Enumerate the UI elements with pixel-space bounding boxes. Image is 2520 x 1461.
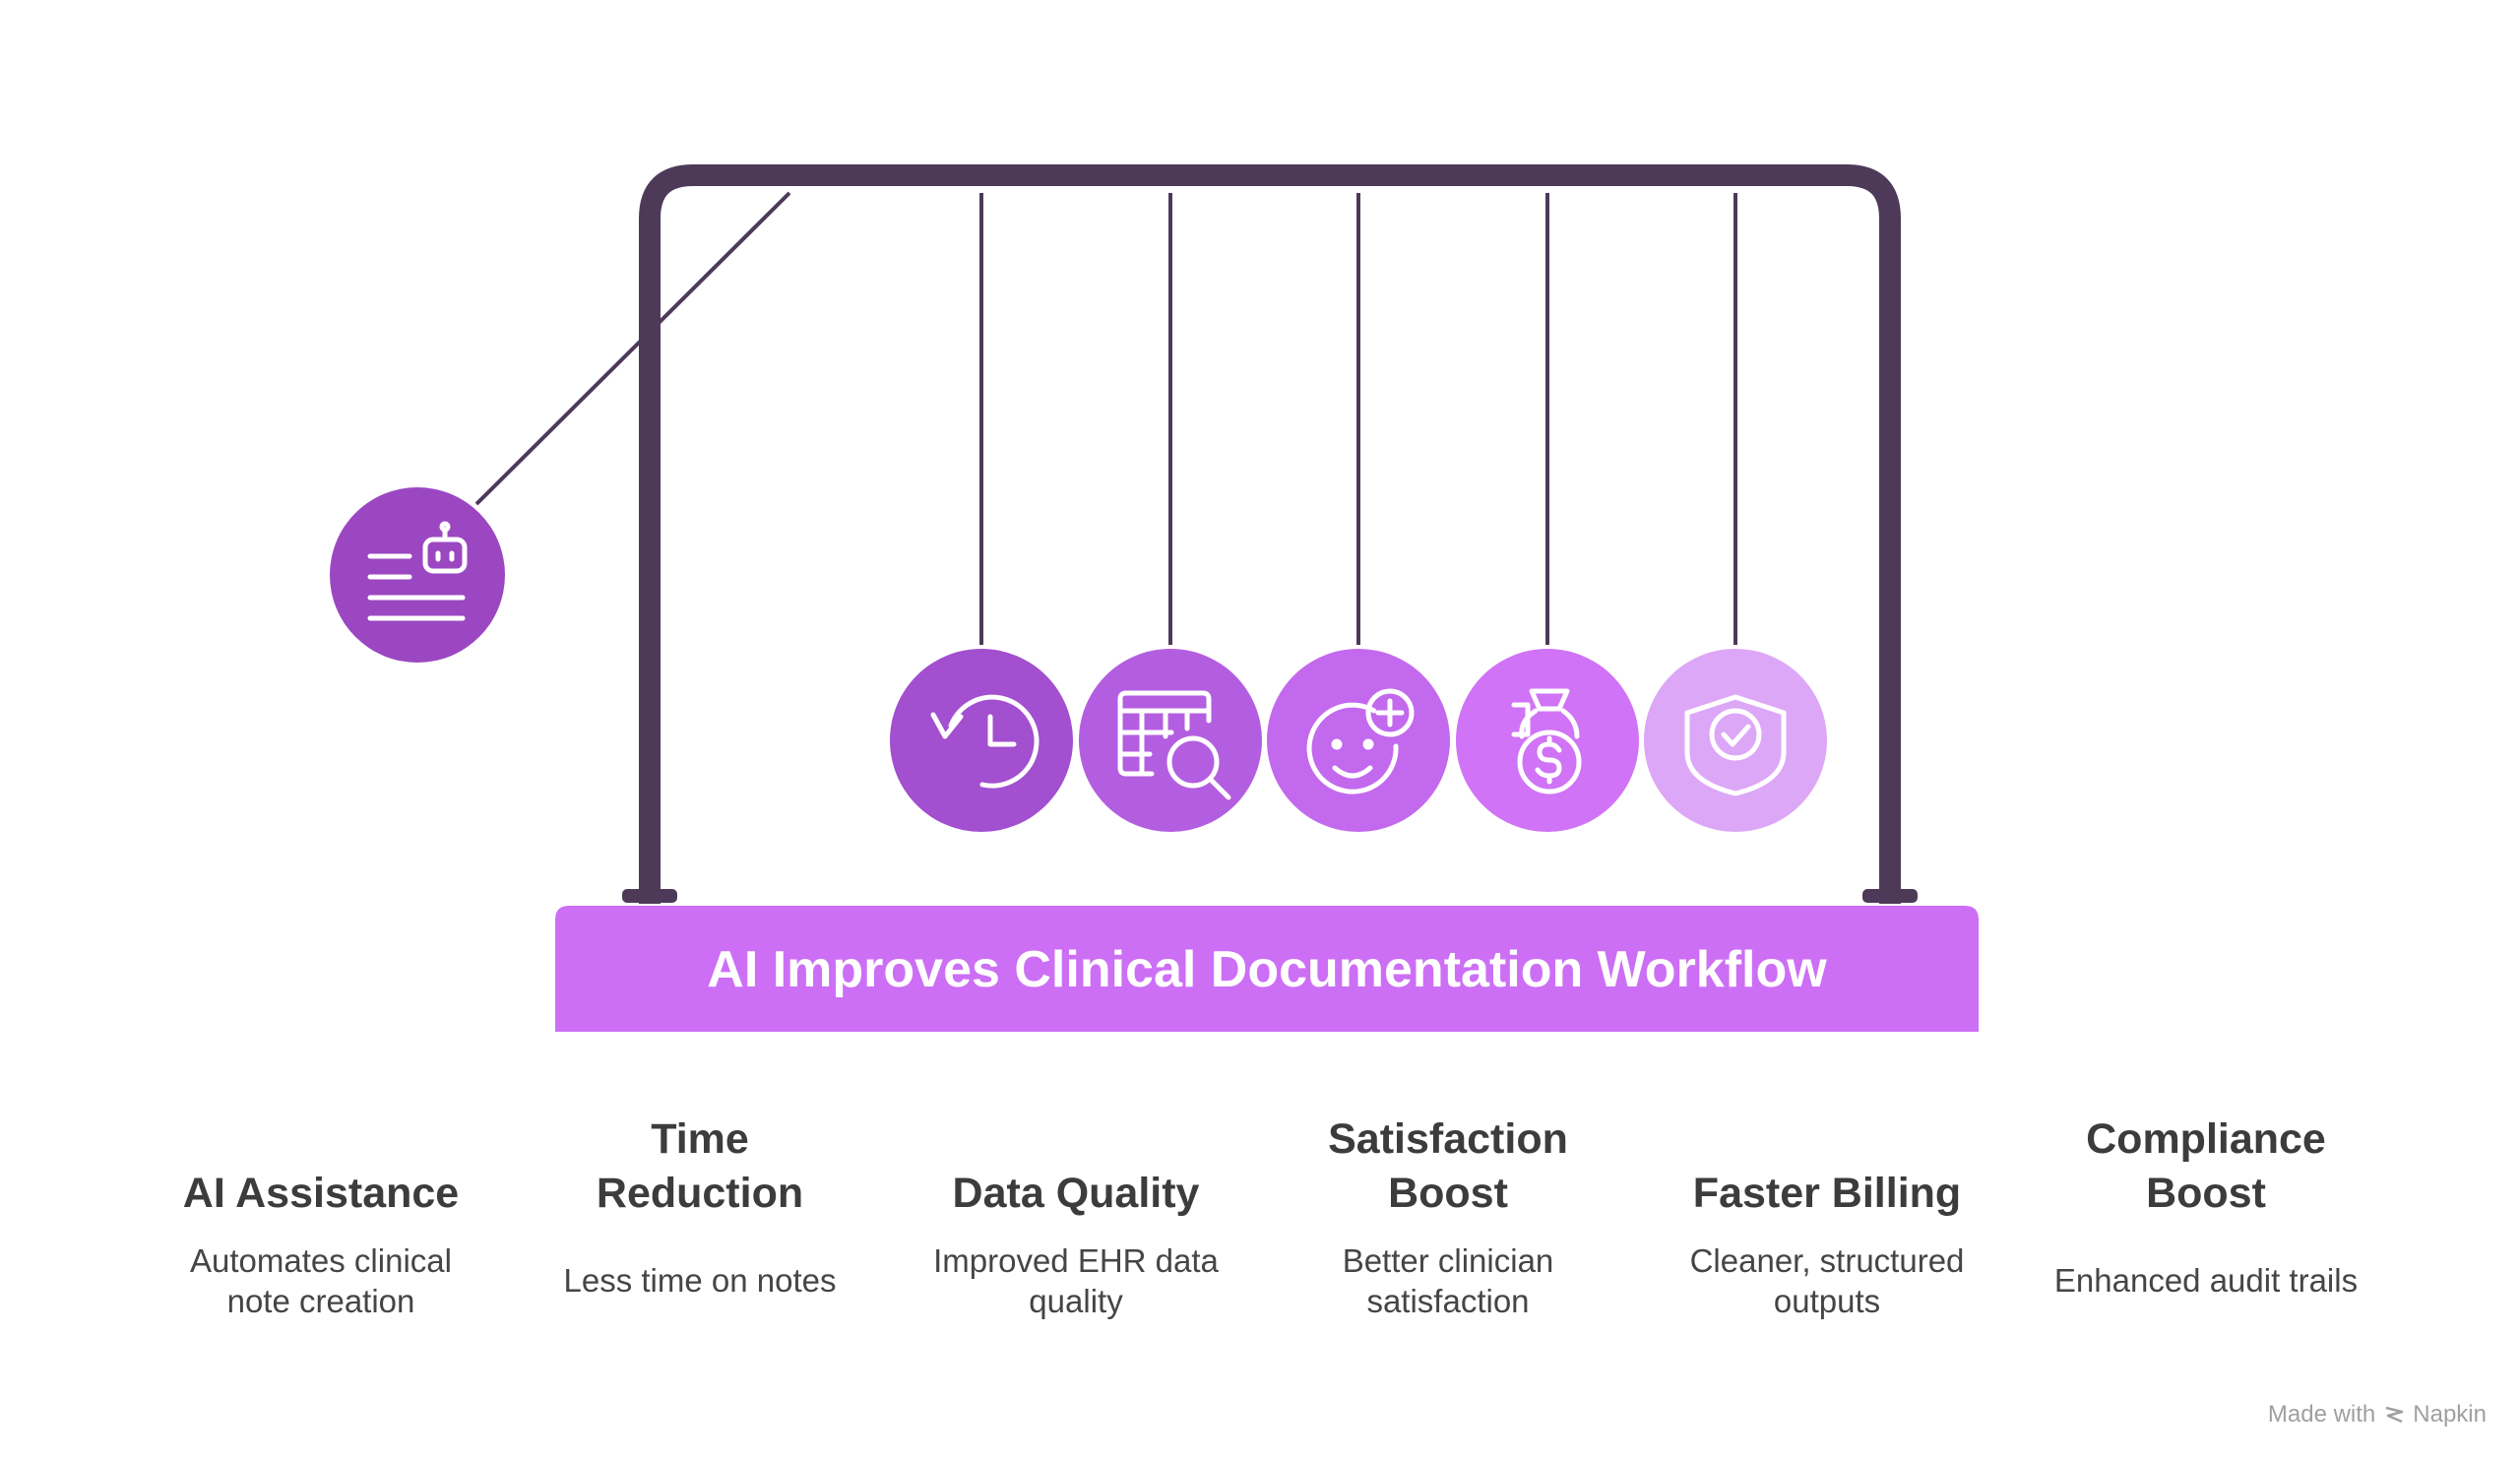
feature-title: Faster Billing — [1660, 1112, 1994, 1221]
napkin-logo-icon — [2385, 1406, 2404, 1424]
ball-data-quality — [1079, 649, 1262, 832]
feature-description-line: Less time on notes — [563, 1262, 837, 1299]
feature-title-line: AI Assistance — [182, 1170, 460, 1217]
napkin-watermark: Made with Napkin — [2268, 1401, 2487, 1429]
money-bag-icon — [1511, 688, 1582, 794]
feature-description-line: quality — [1029, 1283, 1123, 1319]
feature-description: Improved EHR data quality — [909, 1240, 1243, 1321]
table-search-icon — [1117, 690, 1231, 800]
banner — [555, 906, 1979, 1032]
ball-ai-assistance — [330, 487, 505, 663]
string-1 — [474, 191, 791, 506]
feature-title-line: Satisfaction — [1328, 1115, 1568, 1163]
cradle-frame — [639, 164, 1901, 904]
robot-document-icon — [367, 521, 468, 621]
feature-title-line: Boost — [2146, 1170, 2266, 1217]
napkin-brand: Napkin — [2413, 1401, 2487, 1428]
ball-compliance-boost — [1644, 649, 1827, 832]
feature-description-line: Improved EHR data — [933, 1242, 1219, 1279]
feature-description: Enhanced audit trails — [2039, 1260, 2373, 1301]
shield-check-icon — [1684, 694, 1787, 796]
feature-title-line: Data Quality — [952, 1170, 1200, 1217]
ball-satisfaction-boost — [1267, 649, 1450, 832]
feature-description: Automates clinical note creation — [154, 1240, 488, 1321]
history-clock-icon — [930, 694, 1040, 789]
feature-description: Cleaner, structured outputs — [1660, 1240, 1994, 1321]
feature-description-line: satisfaction — [1366, 1283, 1530, 1319]
feature-description-line: Better clinician — [1342, 1242, 1554, 1279]
banner-title: AI Improves Clinical Documentation Workf… — [707, 941, 1827, 998]
feature-title-line: Time — [651, 1115, 749, 1163]
feature-title-line: Boost — [1388, 1170, 1508, 1217]
feature-description-line: Enhanced audit trails — [2053, 1262, 2359, 1299]
feature-title: Data Quality — [909, 1112, 1243, 1221]
feature-title-line: Faster Billing — [1692, 1170, 1962, 1217]
feature-description: Less time on notes — [533, 1260, 867, 1301]
smiley-plus-icon — [1306, 688, 1415, 794]
ball-faster-billing — [1456, 649, 1639, 832]
frame-foot-left — [622, 889, 677, 903]
feature-title: AI Assistance — [154, 1112, 488, 1221]
ball-time-reduction — [890, 649, 1073, 832]
frame-foot-right — [1862, 889, 1918, 903]
feature-title-line: Compliance — [2086, 1115, 2326, 1163]
feature-description-line: note creation — [226, 1283, 415, 1319]
feature-description-line: Cleaner, structured — [1689, 1242, 1965, 1279]
feature-description-line: outputs — [1773, 1283, 1881, 1319]
feature-description-line: Automates clinical — [190, 1242, 452, 1279]
made-with-label: Made with — [2267, 1401, 2376, 1428]
feature-title-line: Reduction — [596, 1170, 804, 1217]
feature-description: Better clinician satisfaction — [1281, 1240, 1615, 1321]
